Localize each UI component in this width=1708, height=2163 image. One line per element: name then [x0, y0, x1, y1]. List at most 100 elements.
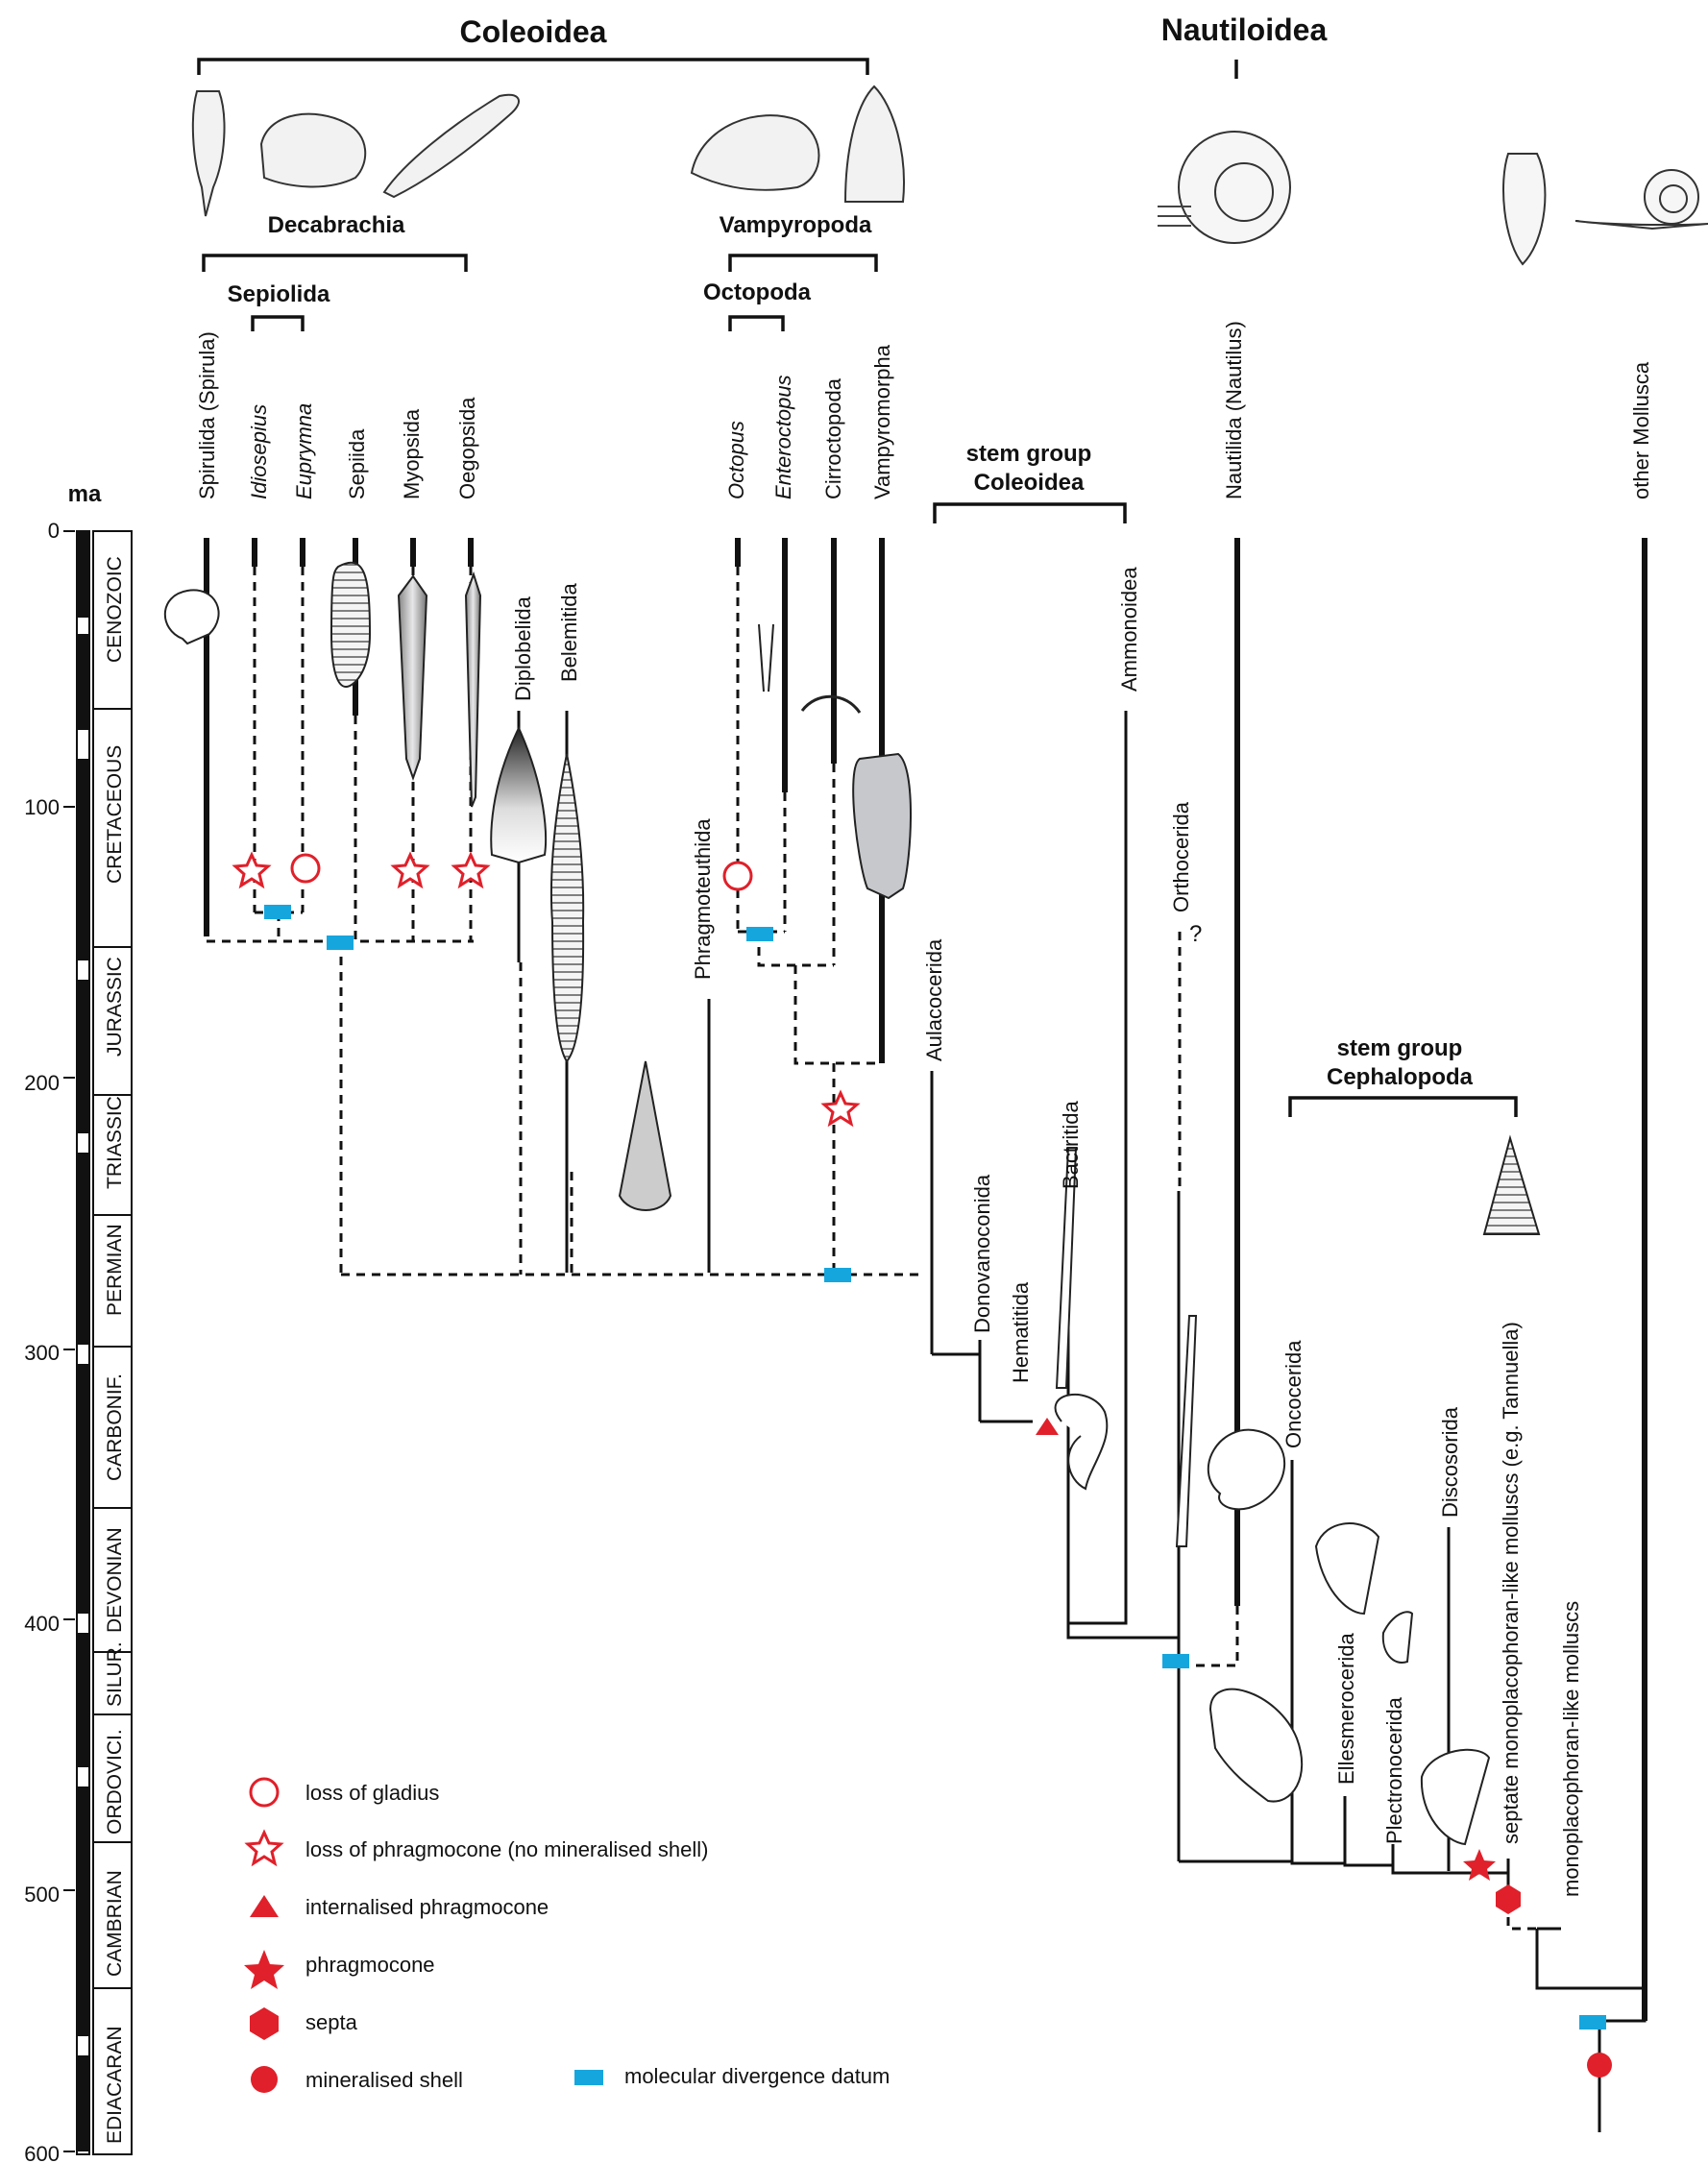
discosorid-shell — [1420, 1748, 1491, 1846]
vampyropoda-heading: Vampyropoda — [720, 212, 872, 238]
label-septate-molluscs: septate monoplacophoran-like molluscs (e… — [1499, 1322, 1523, 1844]
legend-gladius-label: loss of gladius — [305, 1781, 439, 1805]
label-spirulida: Spirulida (Spirula) — [195, 331, 219, 499]
label-cirroctopoda: Cirroctopoda — [821, 377, 845, 499]
period-triassic: TRIASSIC — [104, 1096, 126, 1189]
period-carbonif: CARBONIF. — [104, 1373, 126, 1481]
label-donovanoconida: Donovanoconida — [970, 1174, 994, 1333]
tick-100: 100 — [24, 795, 60, 819]
label-octopus: Octopus — [724, 421, 748, 499]
sepiolida-bracket — [251, 315, 305, 331]
ammonoid-shell — [1054, 1393, 1109, 1491]
plectronocerid-shell — [1381, 1611, 1414, 1664]
oncocerid-shell — [1208, 1688, 1304, 1803]
nautilus-drawing — [1178, 131, 1291, 244]
vampyromorph-gladius — [852, 752, 912, 900]
sepia-cuttlebone — [329, 561, 372, 689]
label-sepiida: Sepiida — [345, 428, 369, 499]
decabrachia-illustrations — [191, 90, 520, 217]
legend-phragmocone-loss-symbol — [246, 1831, 282, 1865]
octopoda-heading: Octopoda — [703, 279, 812, 305]
tree-markers — [233, 853, 1612, 2078]
coleoidea-bracket — [197, 58, 869, 75]
nautilid-fossil-shell — [1207, 1428, 1285, 1511]
orthocerid-shell — [1175, 1315, 1198, 1547]
orthocerida-question-mark: ? — [1189, 921, 1202, 947]
label-oegopsida: Oegopsida — [455, 397, 479, 499]
marker-internalised-phragmocone — [1036, 1418, 1059, 1435]
label-vampyromorpha: Vampyromorpha — [870, 344, 894, 499]
stem-cephalopoda-heading-2: Cephalopoda — [1327, 1064, 1474, 1090]
marker-idiosepius-phragmocone-loss — [233, 853, 270, 887]
legend-septa-symbol — [250, 2007, 279, 2040]
ellesmerocerid-shell — [1314, 1522, 1380, 1616]
label-idiosepius: Idiosepius — [247, 404, 271, 499]
marker-mineralised-shell — [1587, 2053, 1612, 2078]
mollusca-illustration — [1502, 153, 1708, 266]
tick-500: 500 — [24, 1883, 60, 1907]
legend-mineralised-label: mineralised shell — [305, 2068, 463, 2092]
myopsida-gladius — [397, 574, 428, 782]
sepiolida-heading: Sepiolida — [228, 281, 330, 307]
stem-cephalopoda-bracket — [1288, 1096, 1518, 1117]
label-belemitida: Belemitida — [557, 583, 581, 682]
shell-illustrations — [163, 561, 1541, 1846]
decabrachia-bracket — [202, 254, 468, 272]
tick-200: 200 — [24, 1071, 60, 1095]
snail-shell-drawing — [1502, 153, 1547, 266]
label-oncocerida: Oncocerida — [1281, 1340, 1305, 1448]
spirula-drawing — [191, 90, 226, 217]
legend-molecular-label: molecular divergence datum — [624, 2064, 890, 2088]
marker-septa — [1496, 1884, 1521, 1914]
axis-tick-labels: 0 100 200 300 400 500 600 — [24, 519, 60, 2163]
tick-600: 600 — [24, 2142, 60, 2163]
diplobelida-shell — [490, 725, 547, 864]
nautiloidea-heading: Nautiloidea — [1161, 12, 1328, 47]
coleoidea-heading: Coleoidea — [460, 14, 607, 49]
tick-300: 300 — [24, 1341, 60, 1365]
label-nautilida: Nautilida (Nautilus) — [1222, 321, 1246, 499]
molecular-divergence-markers — [264, 905, 1606, 2029]
spirula-shell — [163, 589, 220, 645]
squid-drawing — [382, 93, 520, 199]
label-bactritida: Bactritida — [1059, 1101, 1083, 1189]
vampyroteuthis-drawing — [843, 85, 905, 203]
axis-unit: ma — [68, 481, 102, 507]
timescale-bar-segments — [77, 531, 89, 2151]
period-labels: CENOZOIC CRETACEOUS JURASSIC TRIASSIC PE… — [104, 556, 126, 2144]
label-euprymna: Euprymna — [292, 403, 316, 499]
belemnite-shell — [549, 753, 585, 1063]
tick-0: 0 — [48, 519, 60, 543]
legend-septa-label: septa — [305, 2010, 358, 2034]
label-other-mollusca: other Mollusca — [1629, 361, 1653, 499]
label-hematitida: Hematitida — [1009, 1281, 1033, 1383]
stem-cephalopoda-heading-1: stem group — [1337, 1035, 1463, 1061]
legend-internalised-symbol — [250, 1895, 279, 1917]
vampyropoda-illustrations — [690, 85, 905, 203]
period-cenozoic: CENOZOIC — [104, 556, 126, 663]
stem-coleoidea-heading-1: stem group — [966, 441, 1092, 467]
label-phragmoteuthida: Phragmoteuthida — [691, 818, 715, 980]
period-cambrian: CAMBRIAN — [104, 1870, 126, 1977]
legend-molecular-symbol — [574, 2070, 603, 2085]
label-ellesmerocerida: Ellesmerocerida — [1334, 1633, 1358, 1785]
octopoda-bracket — [728, 315, 785, 331]
period-permian: PERMIAN — [104, 1224, 126, 1316]
label-aulacocerida: Aulacocerida — [922, 938, 946, 1061]
legend-phragmocone-symbol — [244, 1950, 284, 1989]
marker-phragmocone — [1463, 1849, 1496, 1881]
nautilus-illustration — [1158, 131, 1291, 244]
period-devonian: DEVONIAN — [104, 1527, 126, 1633]
period-cretaceous: CRETACEOUS — [104, 745, 126, 884]
legend-gladius-symbol — [249, 1777, 280, 1808]
decabrachia-heading: Decabrachia — [268, 212, 405, 238]
period-jurassic: JURASSIC — [104, 957, 126, 1057]
crown-lineages — [204, 538, 1647, 2021]
tick-400: 400 — [24, 1612, 60, 1636]
ghost-lineages — [207, 567, 1537, 1931]
sepia-drawing — [259, 112, 367, 188]
octopus-drawing — [690, 114, 820, 191]
axis-ticks — [63, 530, 75, 2152]
